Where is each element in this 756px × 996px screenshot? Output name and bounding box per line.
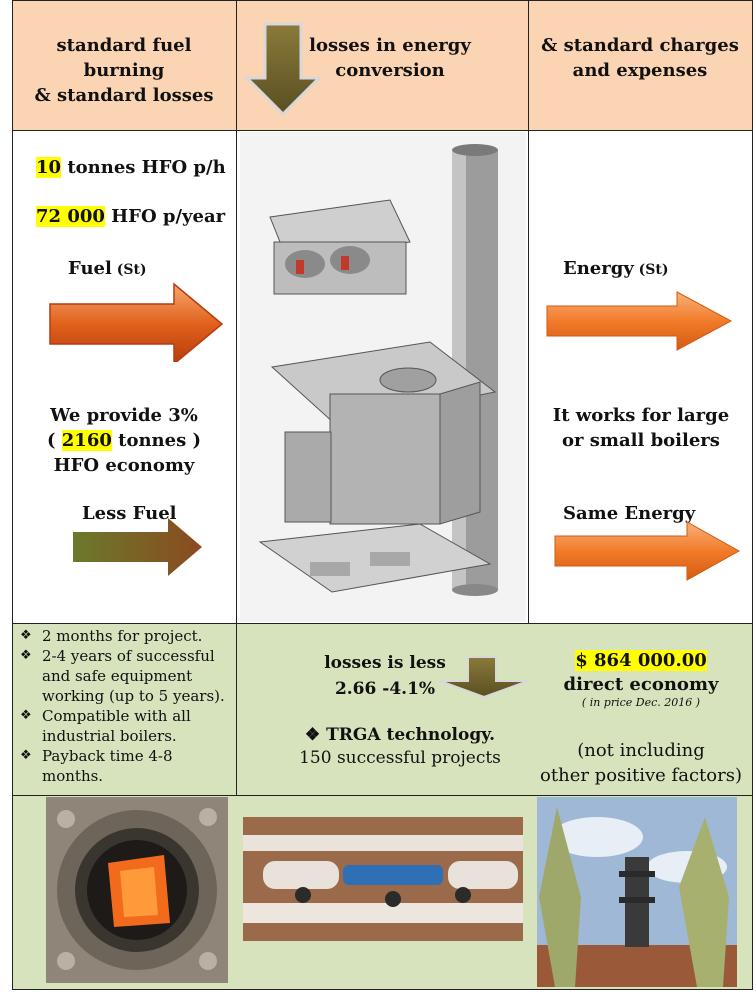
economy-block: $ 864 000.00 direct economy ( in price D… xyxy=(530,648,752,710)
benefit-text: 2 months for project. xyxy=(42,627,203,645)
fuel-suffix: (St) xyxy=(111,262,147,278)
main-divider-1 xyxy=(236,130,237,624)
benefit-text: Payback time 4-8 months. xyxy=(42,747,173,785)
header-col1-line3: & standard losses xyxy=(34,85,214,106)
same-energy-label: Same Energy xyxy=(563,503,696,524)
boiler-plant-image xyxy=(240,132,526,622)
exclusion-line1: (not including xyxy=(577,740,705,761)
fuel-label: Fuel (St) xyxy=(68,258,147,279)
projects-text: 150 successful projects xyxy=(299,748,501,768)
stack-trees-photo xyxy=(537,797,737,987)
economy-note: ( in price Dec. 2016 ) xyxy=(581,696,701,709)
provide-line2-value: 2160 xyxy=(61,430,112,451)
less-fuel-arrow-icon xyxy=(72,516,212,578)
energy-suffix: (St) xyxy=(633,262,669,278)
diamond-bullet-icon: ❖ xyxy=(20,628,32,643)
insulated-pipes-photo xyxy=(243,817,523,941)
energy-label: Energy (St) xyxy=(563,258,669,279)
works-block: It works for large or small boilers xyxy=(530,403,752,453)
economy-amount: $ 864 000.00 xyxy=(575,650,707,671)
exclusion-block: (not including other positive factors) xyxy=(530,738,752,788)
diamond-bullet-icon: ❖ xyxy=(304,725,327,745)
header-col3-line2: and expenses xyxy=(572,60,708,81)
yearly-unit: HFO p/year xyxy=(104,206,226,227)
provide-line2-post: tonnes ) xyxy=(111,430,202,451)
hourly-value: 10 xyxy=(36,157,62,178)
header-col3-line1: & standard charges xyxy=(541,35,739,56)
trga-text: TRGA technology. xyxy=(326,725,496,745)
losses-down-arrow-icon xyxy=(440,655,530,699)
diamond-bullet-icon: ❖ xyxy=(20,748,32,763)
fuel-arrow-icon xyxy=(48,282,243,362)
header-row xyxy=(12,0,753,131)
header-col1: standard fuel burning & standard losses xyxy=(14,33,234,108)
header-col3: & standard charges and expenses xyxy=(530,33,750,83)
benefits-list: ❖ 2 months for project. ❖ 2-4 years of suc… xyxy=(16,626,234,786)
exclusion-line2: other positive factors) xyxy=(540,765,742,786)
benefit-item: ❖ Compatible with all industrial boilers. xyxy=(16,706,234,746)
losses-block: losses is less 2.66 -4.1% xyxy=(300,650,470,702)
benefit-text: 2-4 years of successful and safe equipme… xyxy=(42,647,225,705)
diamond-bullet-icon: ❖ xyxy=(20,648,32,663)
diamond-bullet-icon: ❖ xyxy=(20,708,32,723)
header-col1-line1: standard fuel xyxy=(56,35,192,56)
provide-line2: ( 2160 tonnes ) xyxy=(14,428,234,453)
fuel-text: Fuel xyxy=(68,258,112,279)
burner-flame-photo xyxy=(46,797,228,983)
header-divider-1 xyxy=(236,0,237,131)
economy-amount-wrap: $ 864 000.00 xyxy=(530,648,752,674)
header-col2-line2: conversion xyxy=(335,60,445,81)
energy-arrow-icon xyxy=(545,290,735,352)
benefits-divider xyxy=(236,623,237,796)
provide-line3: HFO economy xyxy=(53,455,195,476)
losses-line2: 2.66 -4.1% xyxy=(334,679,436,699)
benefit-item: ❖ 2-4 years of successful and safe equipm… xyxy=(16,646,234,706)
header-col2: losses in energy conversion xyxy=(300,33,480,83)
works-line2: or small boilers xyxy=(562,430,720,451)
header-col1-line2: burning xyxy=(83,60,165,81)
energy-text: Energy xyxy=(563,258,634,279)
fuel-rate-yearly: 72 000 HFO p/year xyxy=(36,206,225,227)
header-col2-line1: losses in energy xyxy=(309,35,471,56)
benefit-item: ❖ Payback time 4-8 months. xyxy=(16,746,234,786)
hourly-unit: tonnes HFO p/h xyxy=(61,157,226,178)
down-arrow-icon xyxy=(243,22,323,116)
header-divider-2 xyxy=(528,0,529,131)
less-fuel-label: Less Fuel xyxy=(82,503,177,524)
works-line1: It works for large xyxy=(552,405,730,426)
fuel-rate-hourly: 10 tonnes HFO p/h xyxy=(36,157,226,178)
same-energy-arrow-icon xyxy=(553,520,743,582)
economy-label: direct economy xyxy=(563,674,719,695)
provide-block: We provide 3% ( 2160 tonnes ) HFO econom… xyxy=(14,403,234,478)
trga-line: ❖ TRGA technology. xyxy=(280,724,520,746)
yearly-value: 72 000 xyxy=(36,206,105,227)
losses-line1: losses is less xyxy=(324,653,446,673)
benefit-item: ❖ 2 months for project. xyxy=(16,626,234,646)
trga-block: ❖ TRGA technology. 150 successful projec… xyxy=(280,724,520,770)
main-divider-2 xyxy=(528,130,529,624)
provide-line1: We provide 3% xyxy=(50,405,198,426)
benefit-text: Compatible with all industrial boilers. xyxy=(42,707,191,745)
provide-line2-pre: ( xyxy=(46,430,62,451)
